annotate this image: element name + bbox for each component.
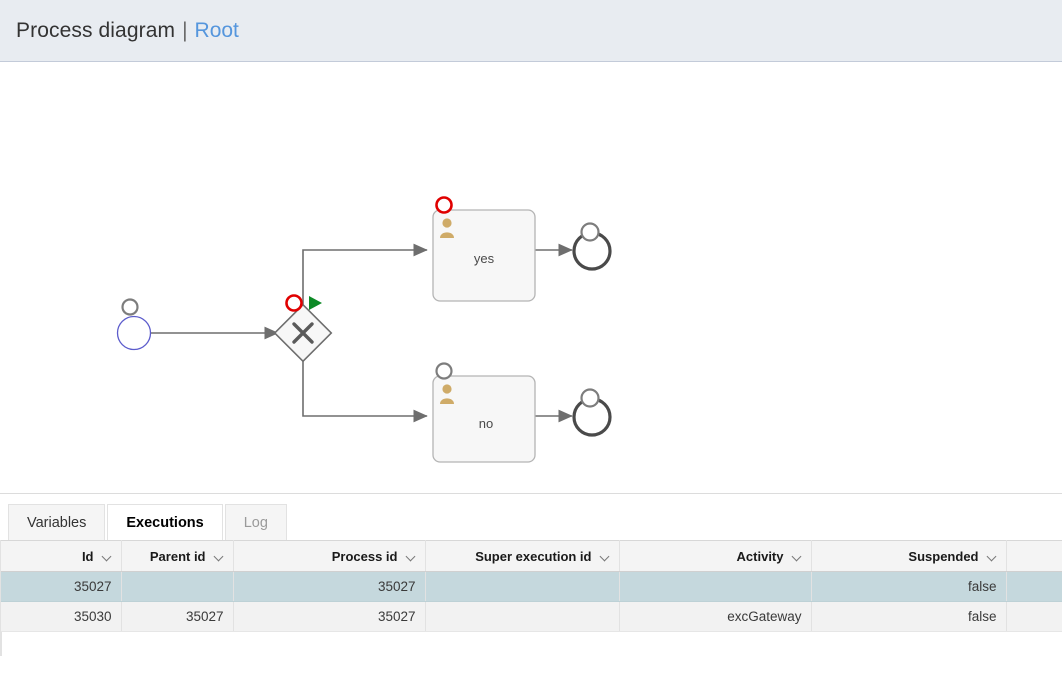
- cell-id: 35027: [1, 571, 122, 602]
- node-exclusive-gateway[interactable]: [273, 303, 333, 363]
- column-header-activity-label: Activity: [736, 548, 784, 564]
- person-icon: [440, 384, 454, 404]
- tab-variables-label: Variables: [27, 514, 87, 531]
- cell-activity: excGateway: [619, 601, 812, 632]
- cell-parent-id: 35027: [121, 601, 234, 632]
- column-header-super-execution-id[interactable]: Super execution id: [425, 540, 620, 572]
- flow-gateway-to-no: [302, 354, 428, 423]
- badge-green-triangle-gateway: [309, 296, 322, 310]
- column-header-parent-id-label: Parent id: [149, 548, 206, 564]
- badge-red-circle-yes: [435, 196, 453, 214]
- badge-gray-circle-no: [435, 362, 453, 380]
- table-header-row: Id Parent id Process id: [1, 540, 1062, 572]
- tab-executions-label: Executions: [126, 514, 204, 531]
- cell-parent-id: [121, 571, 234, 602]
- detail-tabs: Variables Executions Log: [0, 494, 1062, 540]
- badge-gray-circle-end-yes: [580, 222, 600, 242]
- column-header-super-execution-id-label: Super execution id: [475, 548, 592, 564]
- cell-process-id: 35027: [233, 571, 426, 602]
- column-header-process-id-label: Process id: [331, 548, 398, 564]
- column-header-id-label: Id: [81, 548, 94, 564]
- node-task-yes[interactable]: yes: [432, 209, 536, 302]
- badge-gray-circle-start: [121, 298, 139, 316]
- column-header-spacer: [1006, 540, 1062, 572]
- executions-table-container: Id Parent id Process id: [0, 540, 1062, 656]
- page-header: Process diagram | Root: [0, 0, 1062, 62]
- cell-super-execution-id: [425, 571, 620, 602]
- chevron-down-icon[interactable]: [793, 552, 802, 561]
- tab-log[interactable]: Log: [224, 504, 287, 540]
- page-title: Process diagram: [16, 18, 176, 42]
- table-bottom-area: [1, 632, 1062, 656]
- column-header-id[interactable]: Id: [1, 540, 122, 572]
- chevron-down-icon[interactable]: [601, 552, 610, 561]
- person-icon: [440, 218, 454, 238]
- badge-gray-circle-end-no: [580, 388, 600, 408]
- column-header-suspended[interactable]: Suspended: [811, 540, 1007, 572]
- cell-id: 35030: [1, 601, 122, 632]
- badge-red-circle-gateway: [285, 294, 303, 312]
- process-diagram-canvas[interactable]: yes no: [0, 62, 1062, 494]
- chevron-down-icon[interactable]: [103, 552, 112, 561]
- column-header-parent-id[interactable]: Parent id: [121, 540, 234, 572]
- cell-spacer: [1006, 601, 1062, 632]
- tab-executions[interactable]: Executions: [107, 504, 223, 540]
- node-start-event[interactable]: [116, 315, 152, 351]
- chevron-down-icon[interactable]: [988, 552, 997, 561]
- column-header-process-id[interactable]: Process id: [233, 540, 426, 572]
- cell-activity: [619, 571, 812, 602]
- task-no-label: no: [479, 416, 493, 431]
- chevron-down-icon[interactable]: [215, 552, 224, 561]
- node-task-no[interactable]: no: [432, 375, 536, 463]
- cell-spacer: [1006, 571, 1062, 602]
- executions-table: Id Parent id Process id: [1, 540, 1062, 632]
- column-header-activity[interactable]: Activity: [619, 540, 812, 572]
- tab-log-label: Log: [243, 514, 268, 531]
- cell-super-execution-id: [425, 601, 620, 632]
- cell-suspended: false: [811, 571, 1007, 602]
- tab-variables[interactable]: Variables: [8, 504, 106, 540]
- breadcrumb-separator: |: [182, 18, 188, 42]
- flow-gateway-to-yes: [302, 243, 428, 311]
- column-header-suspended-label: Suspended: [908, 548, 979, 564]
- chevron-down-icon[interactable]: [407, 552, 416, 561]
- cell-process-id: 35027: [233, 601, 426, 632]
- cell-suspended: false: [811, 601, 1007, 632]
- table-row[interactable]: 35030 35027 35027 excGateway false: [1, 601, 1062, 632]
- breadcrumb-link-root[interactable]: Root: [194, 18, 239, 42]
- task-yes-label: yes: [474, 251, 495, 266]
- table-row[interactable]: 35027 35027 false: [1, 571, 1062, 602]
